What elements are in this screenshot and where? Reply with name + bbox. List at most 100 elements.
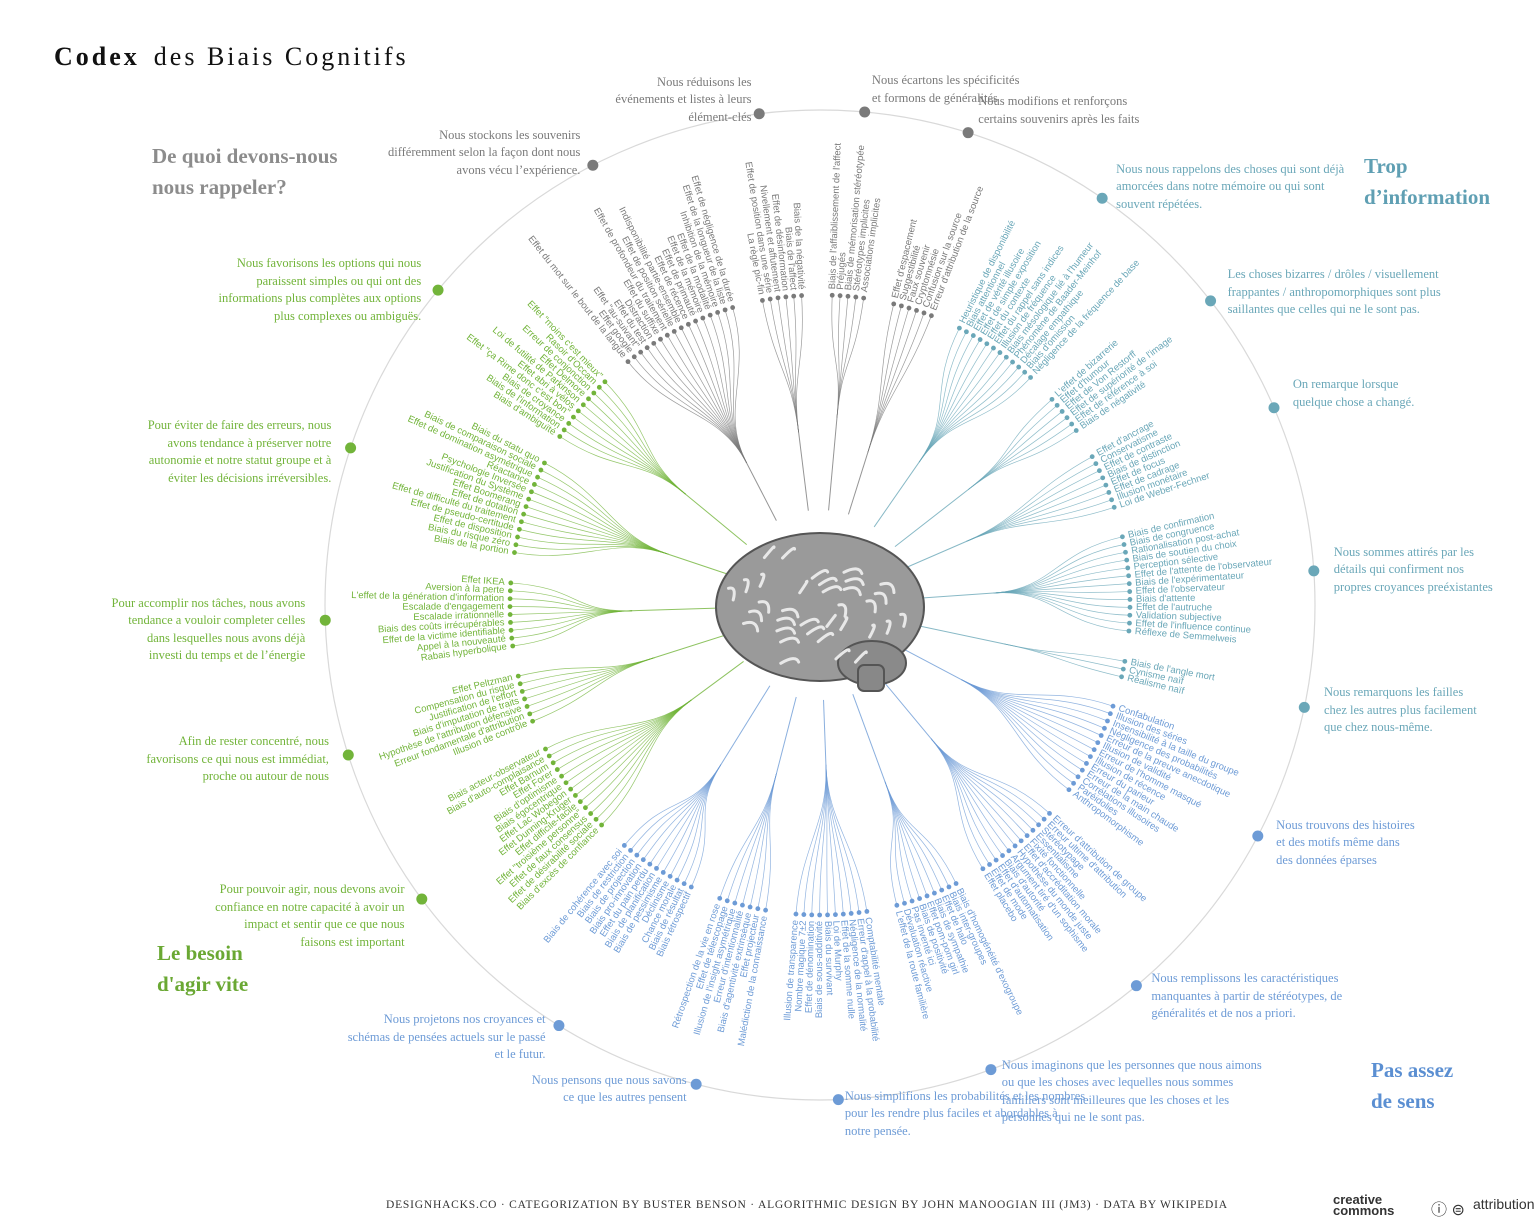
bias-dot [596, 384, 602, 390]
bias-dot [817, 912, 823, 918]
bias-label: Biais d'attente [1136, 593, 1196, 605]
bias-dot [512, 550, 517, 555]
bias-dot [1124, 557, 1130, 563]
group-description: Nous modifions et renforçons certains so… [978, 94, 1140, 126]
bias-dot [970, 333, 976, 338]
bias-dot [991, 345, 996, 351]
bias-dot [575, 408, 581, 414]
branch-line [836, 298, 865, 418]
bias-dot [1030, 827, 1036, 833]
branch-line [993, 567, 1128, 594]
branch-line [961, 679, 1095, 750]
bias-dot [1121, 542, 1127, 547]
bias-dot [1125, 565, 1131, 571]
bias-dot [1003, 354, 1009, 360]
branch-line [553, 699, 692, 764]
bias-dot [840, 911, 846, 917]
bias-dot [1111, 504, 1117, 510]
group-description: Nous remplissons les caractéristiques ma… [1151, 971, 1343, 1021]
bias-dot [987, 862, 992, 867]
bias-dot [980, 866, 986, 872]
bias-label: Escalade d'engagement [402, 601, 504, 613]
group-description: Pour pouvoir agir, nous devons avoir con… [215, 882, 405, 949]
bias-dot [946, 884, 952, 890]
group-node [1096, 192, 1108, 204]
branch-trunk [847, 452, 869, 515]
bias-dot [722, 307, 728, 313]
bias-dot [644, 345, 650, 351]
bias-label: Biais de l'affect [782, 226, 798, 290]
branch-line [520, 657, 655, 685]
branch-line [918, 327, 960, 463]
bias-dot [1103, 482, 1109, 488]
branch-line [549, 699, 692, 757]
branch-line [601, 699, 692, 826]
branch-line [961, 679, 1111, 714]
bias-label: Loi de Murphy [830, 920, 844, 981]
branch-line [510, 582, 633, 612]
bias-dot [688, 884, 694, 890]
bias-dot [707, 312, 713, 318]
bias-dot [891, 301, 897, 307]
branch-trunk [823, 699, 827, 765]
branch-line [884, 781, 950, 888]
bias-label: Effet de l'autruche [1136, 602, 1212, 614]
bias-dot [1084, 761, 1089, 766]
branch-line [968, 399, 1053, 490]
bias-dot [924, 893, 930, 899]
bias-dot [515, 673, 521, 679]
bias-dot [864, 909, 870, 914]
branch-line [867, 312, 925, 453]
bias-dot [977, 337, 983, 342]
bias-dot [1095, 740, 1101, 746]
bias-dot [524, 704, 530, 709]
group-node [832, 1094, 844, 1106]
bias-dot [898, 303, 904, 309]
bias-dot [593, 816, 599, 822]
branch-line [993, 551, 1126, 594]
bias-dot [809, 912, 815, 918]
bias-label: L'effet de la génération d'information [351, 590, 504, 604]
branch-line [930, 738, 1034, 831]
branch-line [993, 592, 1129, 632]
group-description: On remarque lorsque quelque chose a chan… [1292, 377, 1415, 409]
bias-dot [621, 843, 627, 848]
bias-dot [586, 396, 591, 402]
group-node [690, 1078, 702, 1090]
branch-line [867, 315, 932, 453]
bias-dot [1127, 620, 1132, 626]
bias-dot [1024, 833, 1030, 839]
bias-dot [1106, 490, 1112, 495]
bias-dot [1012, 843, 1018, 849]
group-description: Afin de rester concentré, nous favorison… [146, 734, 329, 784]
bias-dot [507, 596, 513, 602]
bias-dot [1105, 718, 1110, 724]
branch-line [930, 738, 1045, 820]
bias-dot [557, 434, 563, 439]
bias-dot [715, 309, 721, 315]
branch-line [993, 583, 1130, 594]
bias-dot [853, 294, 859, 300]
branch-line [961, 679, 1083, 771]
bias-label: Biais du survivant [822, 921, 835, 996]
bias-dot [914, 308, 919, 313]
branch-line [526, 657, 655, 707]
branch-line [993, 592, 1130, 608]
branch-line [1003, 643, 1125, 662]
group-description: Nous sommes attirés par les détails qui … [1333, 544, 1493, 594]
bias-dot [554, 767, 560, 772]
bias-dot [1047, 810, 1052, 816]
bias-dot [700, 315, 706, 321]
bias-dot [529, 489, 534, 495]
bias-dot [1022, 369, 1028, 375]
bias-dot [1100, 475, 1106, 481]
cc-logo-top: creative [1333, 1192, 1383, 1207]
bias-dot [654, 865, 659, 871]
group-node [432, 284, 444, 296]
attribution-icon: ⓘ ⊜ [1431, 1202, 1465, 1219]
group-description: Nous stockons les souvenirs différemment… [387, 127, 581, 177]
bias-dot [833, 912, 838, 918]
bias-dot [523, 504, 529, 510]
bias-dot [559, 773, 564, 779]
